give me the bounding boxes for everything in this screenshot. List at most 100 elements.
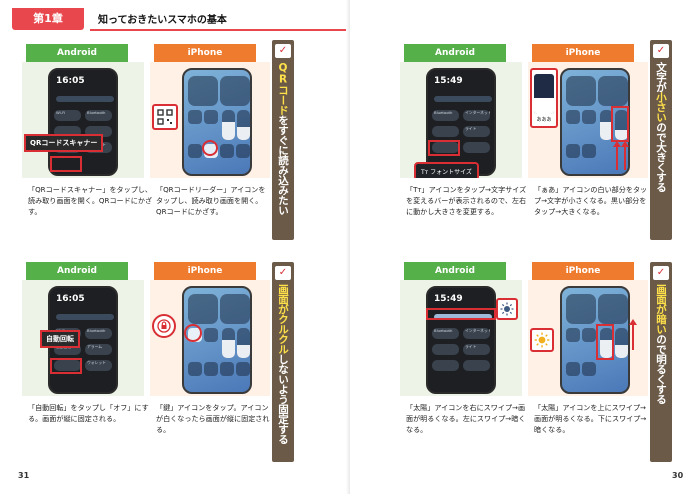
clock: 15:49 [434, 76, 463, 86]
volume-slider[interactable] [237, 328, 250, 358]
timer-tile[interactable] [220, 144, 234, 158]
android-caption: 「太陽」アイコンを右にスワイプ→画面が明るくなる。左にスワイプ→暗くなる。 [406, 403, 526, 434]
heading-highlight: 画面がクルクル [277, 284, 289, 354]
mirror-tile[interactable] [582, 328, 596, 342]
timer-tile[interactable] [220, 362, 234, 376]
flashlight-tile[interactable] [188, 144, 202, 158]
tile-bluetooth[interactable]: Bluetooth [85, 328, 112, 339]
tile-font-size[interactable] [432, 126, 459, 137]
android-caption: 「自動回転」をタップし「オフ」にする。画面が縦に固定される。 [28, 403, 149, 423]
tile-b[interactable] [85, 126, 112, 137]
heading-font: ✓ 文字が小さいので大きくする [650, 40, 672, 240]
font-size-chip[interactable]: Tт フォントサイズ [414, 162, 479, 178]
tile-bluetooth[interactable]: Bluetooth [85, 110, 112, 121]
slider-fill [600, 122, 613, 140]
tile-alarm[interactable]: アラーム [85, 344, 112, 355]
tile-bluetooth[interactable]: Bluetooth [432, 328, 459, 339]
section-rotate: Android iPhone 16:05 Wi-Fi Bluetooth 自動回… [16, 262, 316, 460]
brightness-slider[interactable] [222, 328, 235, 358]
timer-tile[interactable] [582, 362, 596, 376]
brightness-bar [56, 314, 114, 320]
flashlight-tile[interactable] [566, 362, 580, 376]
slider-fill [237, 344, 250, 358]
media-block[interactable] [598, 76, 628, 106]
android-phone: 15:49 Bluetooth インターネット ライト [426, 286, 496, 394]
lock-rotation-tile[interactable] [188, 110, 202, 124]
sun-callout [496, 298, 518, 320]
media-block[interactable] [220, 294, 250, 324]
slider-fill [600, 340, 613, 358]
mirror-tile[interactable] [582, 110, 596, 124]
brightness-slider-highlight [596, 324, 614, 360]
left-page: 第1章 知っておきたいスマホの基本 Android iPhone 16:05 W… [12, 8, 348, 480]
tab-android: Android [26, 44, 128, 62]
qr-reader-tile[interactable] [204, 362, 218, 376]
camera-tile[interactable] [236, 144, 250, 158]
brightness-slider[interactable] [600, 328, 613, 358]
tile-g[interactable] [432, 360, 459, 371]
mirror-tile[interactable] [204, 328, 218, 342]
flashlight-tile[interactable] [188, 362, 202, 376]
connectivity-block[interactable] [188, 294, 218, 324]
media-block[interactable] [220, 76, 250, 106]
text-size-slider[interactable] [615, 110, 628, 140]
text-size-preview [534, 74, 554, 114]
auto-rotate-label: 自動回転 [40, 330, 80, 348]
text-size-label: あああ [536, 117, 552, 123]
tile-label: Bluetooth [87, 110, 106, 115]
brightness-slider[interactable] [600, 110, 613, 140]
section-qr: Android iPhone 16:05 Wi-Fi Bluetooth QRコ… [16, 44, 316, 242]
lock-rotation-tile[interactable] [566, 328, 580, 342]
qr-tile-highlight [50, 156, 82, 172]
connectivity-block[interactable] [566, 294, 596, 324]
slider-fill [237, 126, 250, 140]
clock: 16:05 [56, 294, 85, 304]
mirror-tile[interactable] [204, 110, 218, 124]
tile-a[interactable] [54, 126, 81, 137]
iphone-panel [150, 62, 270, 178]
tile-h[interactable] [463, 360, 490, 371]
font-tile-highlight [428, 140, 460, 156]
chip-label: フォントサイズ [430, 169, 472, 176]
tile-wifi[interactable]: Wi-Fi [54, 110, 81, 121]
android-caption: 「Tт」アイコンをタップ→文字サイズを変えるバーが表示されるので、左右に動かし大… [406, 185, 527, 216]
heading-text: QRコードをすぐに読み込みたい [272, 62, 294, 215]
page-number-left: 31 [18, 471, 30, 480]
tab-iphone: iPhone [532, 44, 634, 62]
tile-flashlight[interactable]: ライト [463, 126, 490, 137]
brightness-bar-highlight [426, 308, 496, 320]
iphone-phone [182, 68, 252, 176]
media-block[interactable] [598, 294, 628, 324]
connectivity-block[interactable] [566, 76, 596, 106]
tile-c[interactable] [54, 360, 81, 371]
sun-icon [500, 302, 514, 316]
qr-reader-callout [152, 104, 178, 130]
camera-tile[interactable] [236, 362, 250, 376]
flashlight-tile[interactable] [566, 144, 580, 158]
android-panel: 16:05 Wi-Fi Bluetooth QRコード ウォレット QRコードス… [22, 62, 144, 178]
heading-lead: 文字が [655, 62, 667, 92]
volume-slider[interactable] [615, 328, 628, 358]
auto-rotate-highlight [50, 358, 82, 374]
tile-bluetooth[interactable]: Bluetooth [432, 110, 459, 121]
volume-slider[interactable] [237, 110, 250, 140]
android-phone: 15:49 Bluetooth インターネット ライト [426, 68, 496, 176]
tile-f[interactable] [432, 344, 459, 355]
tile-internet[interactable]: インターネット [463, 110, 490, 121]
heading-text: 画面がクルクルしないよう固定する [272, 284, 294, 444]
timer-tile[interactable] [582, 144, 596, 158]
tile-d[interactable] [432, 142, 459, 153]
page-number-right: 30 [672, 471, 684, 480]
tile-wallet[interactable]: ウォレット [85, 360, 112, 371]
iphone-caption: 「ぁあ」アイコンの白い部分をタップ→文字が小さくなる。黒い部分をタップ→大きくな… [534, 185, 648, 216]
lock-rotation-tile[interactable] [566, 110, 580, 124]
tile-label: Wi-Fi [56, 110, 66, 115]
tile-label: Bluetooth [434, 110, 453, 115]
tile-flashlight[interactable]: ライト [463, 344, 490, 355]
brightness-bar[interactable] [434, 314, 492, 320]
brightness-slider[interactable] [222, 110, 235, 140]
tile-e[interactable] [463, 142, 490, 153]
connectivity-block[interactable] [188, 76, 218, 106]
tile-internet[interactable]: インターネット [463, 328, 490, 339]
iphone-panel [528, 280, 648, 396]
